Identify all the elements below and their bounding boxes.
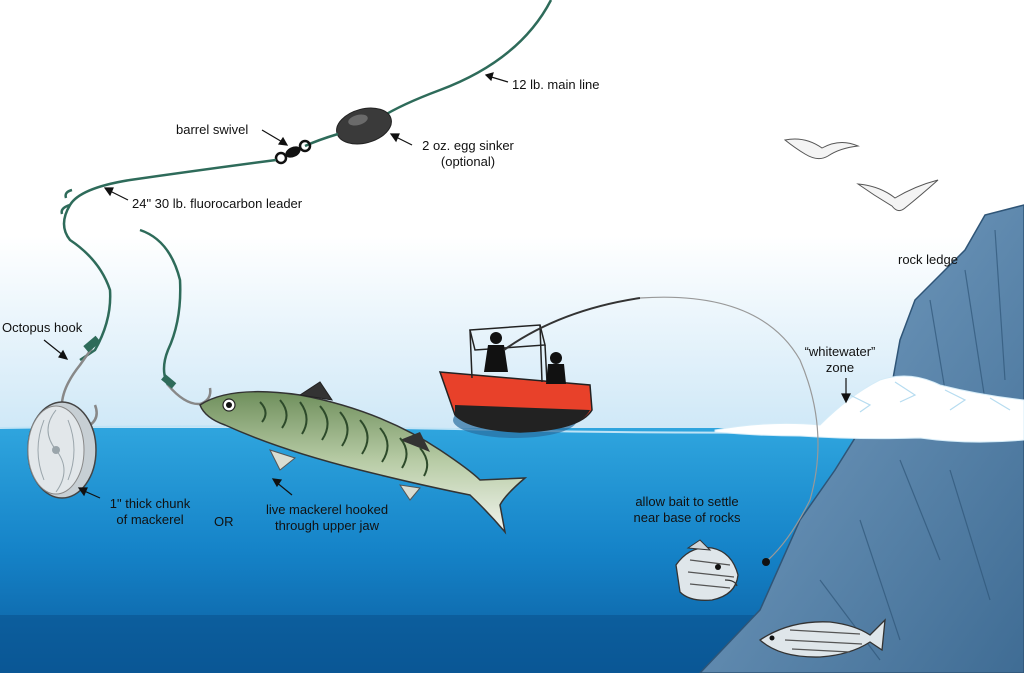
whitewater-label-line-2: zone [825,360,855,375]
sky [0,0,1024,430]
sinker-line [304,132,339,148]
settle-bait-label-line-2: near base of rocks [633,510,741,525]
egg-sinker-label-line-2: (optional) [440,154,496,169]
whitewater-zone-label: “whitewater” zone [790,344,890,376]
egg-sinker-label-line-1: 2 oz. egg sinker [422,138,514,153]
casting-line [639,296,819,561]
whitewater-foam [714,375,1024,443]
sinker-highlight [348,114,368,126]
angler-silhouette [484,332,508,372]
bait-sinker-icon [762,558,770,566]
angler-silhouette [546,352,566,384]
leader-line-1 [62,158,277,362]
rock-cracks [819,229,1006,661]
striped-bass-illustration [675,539,739,601]
leader-label: 24" 30 lb. fluorocarbon leader [132,196,303,211]
mackerel-chunk-illustration [27,401,97,499]
or-label: OR [214,514,234,529]
pointer-arrows [43,72,851,499]
live-mackerel-label-line-2: through upper jaw [274,518,380,533]
octopus-hook-label: Octopus hook [2,320,83,335]
striped-bass-illustration [758,618,886,658]
live-mackerel-illustration [199,381,528,535]
leader-cut-marks [60,188,73,215]
settle-bait-label-line-1: allow bait to settle [635,494,739,509]
fishing-rod [503,297,641,351]
seagull-icon [783,138,860,160]
mackerel-chunk-label: 1" thick chunk of mackerel [104,496,196,528]
live-mackerel-label-line-1: live mackerel hooked [265,502,389,517]
leader-line-2 [139,228,182,386]
boat-illustration [438,324,593,438]
settle-bait-label: allow bait to settle near base of rocks [612,494,762,526]
barrel-swivel-icon [274,139,312,165]
live-mackerel-label: live mackerel hooked through upper jaw [252,502,402,534]
foam-detail [849,381,1011,413]
mackerel-chunk-label-line-1: 1" thick chunk [109,496,191,511]
hook-knot [161,374,177,389]
barrel-swivel-label: barrel swivel [176,122,249,137]
live-bait-hook-icon [167,384,212,406]
seagull-icon [856,179,939,212]
rock-ledge-label: rock ledge [898,252,958,267]
hook-knot [83,335,101,353]
main-line-label: 12 lb. main line [512,77,600,92]
whitewater-label-line-1: “whitewater” [804,344,876,359]
main-line [379,0,553,120]
mackerel-chunk-label-line-2: of mackerel [116,512,184,527]
egg-sinker-label: 2 oz. egg sinker (optional) [420,138,516,170]
